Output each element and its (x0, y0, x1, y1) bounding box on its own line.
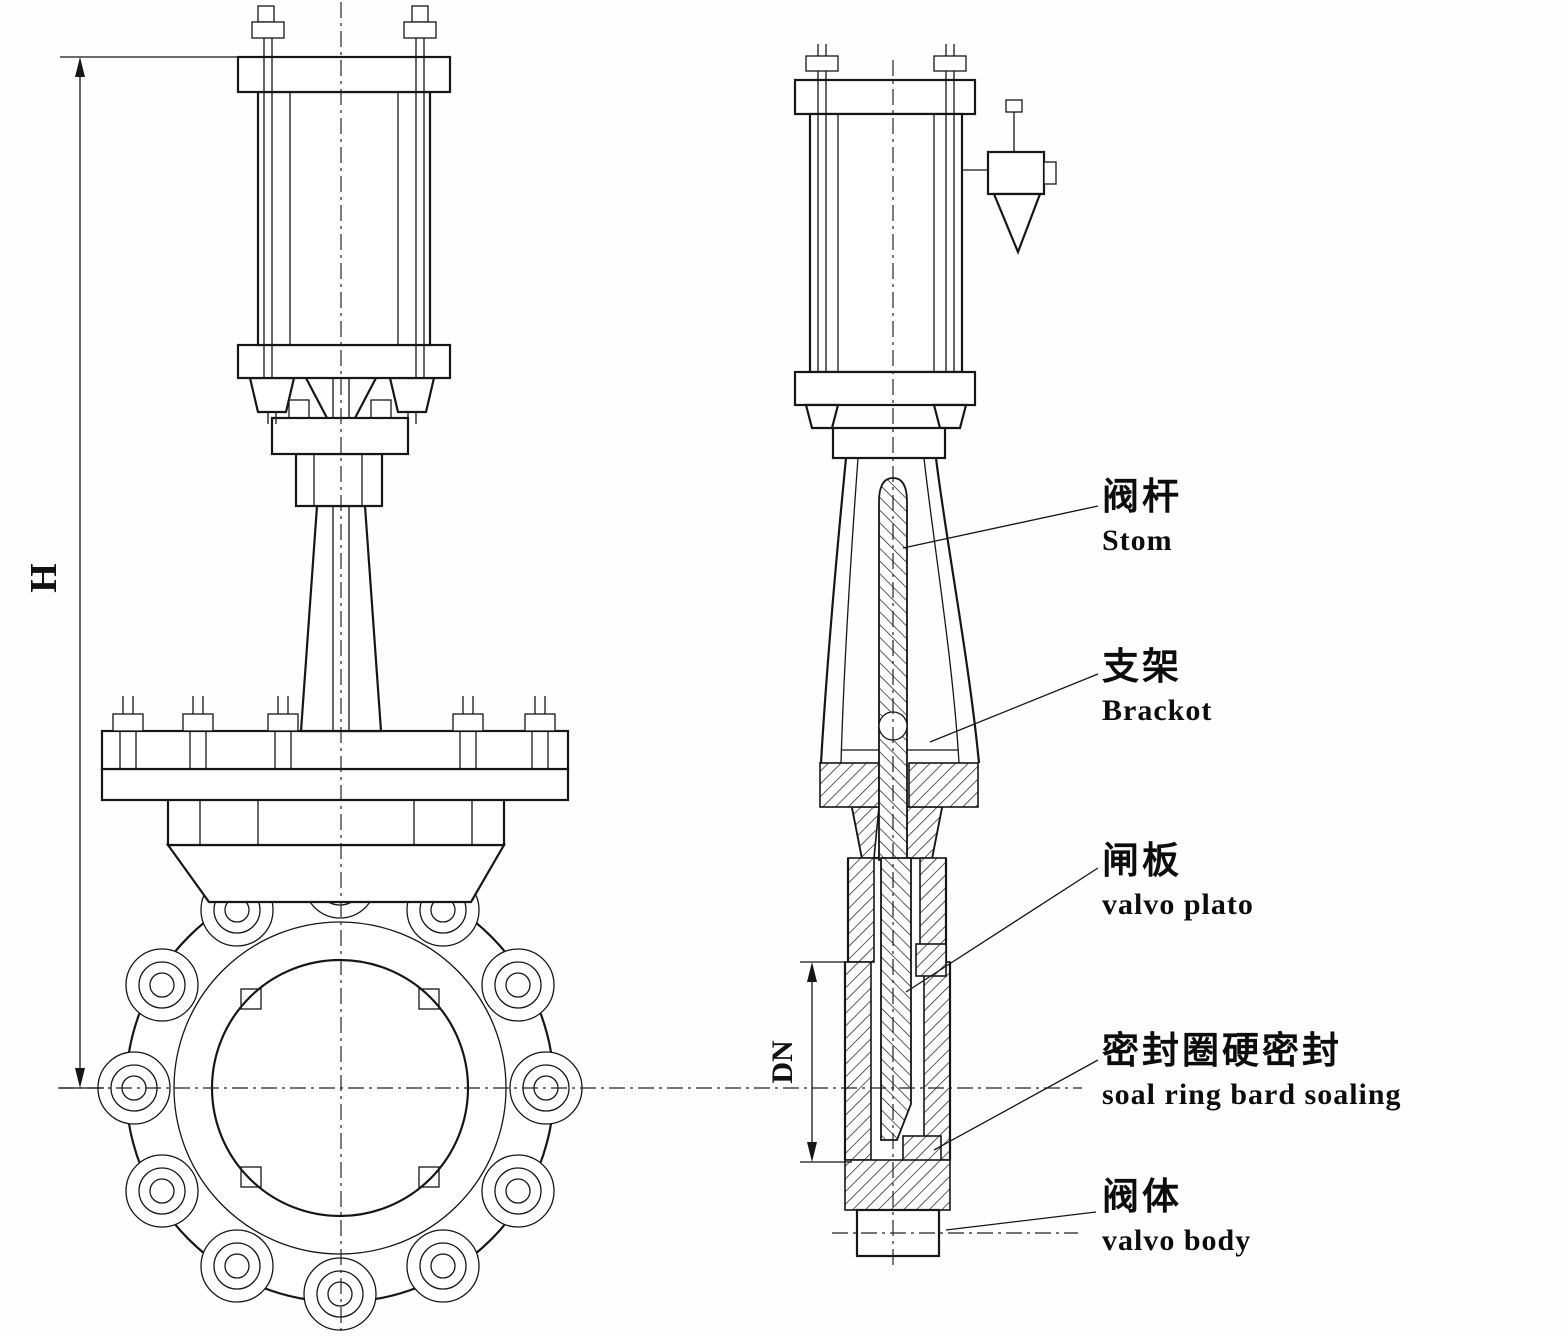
height-dimension-label: H (23, 563, 65, 593)
bore-dimension-label: DN (766, 1040, 799, 1084)
leader-stem (902, 505, 1099, 549)
cylinder-top-bolts (251, 5, 437, 57)
callout-valve-plate: 闸板 valvo plato (1102, 840, 1254, 921)
callout-bracket-en: Brackot (1102, 693, 1213, 727)
stem-block (270, 377, 410, 508)
callout-bracket: 支架 Brackot (1102, 646, 1213, 727)
dimension-arrow (75, 57, 85, 77)
dimension-h: H (23, 56, 250, 1089)
dimension-arrow (75, 1068, 85, 1088)
plate-bolts (112, 696, 556, 769)
seat-ring-upper (915, 943, 947, 977)
tie-rod-nuts (248, 376, 436, 424)
callout-valve-body-en: valvo body (1102, 1223, 1252, 1257)
callout-bracket-zh: 支架 (1102, 646, 1182, 687)
callout-valve-body-zh: 阀体 (1102, 1176, 1182, 1217)
bottom-flange-section (844, 1159, 951, 1211)
bracket-base-plate (819, 762, 979, 808)
callout-stem-zh: 阀杆 (1102, 476, 1182, 517)
leader-lines (902, 505, 1099, 1231)
side-view (793, 44, 1078, 1268)
callout-valve-plate-en: valvo plato (1102, 887, 1254, 921)
dimension-dn: DN (766, 961, 852, 1163)
leader-seal-ring (933, 1059, 1099, 1151)
dimension-arrow (807, 962, 817, 982)
bore-lugs (240, 988, 440, 1188)
leader-bracket (929, 673, 1099, 743)
callout-seal-ring-en: soal ring bard soaling (1102, 1077, 1402, 1111)
callout-seal-ring-zh: 密封圈硬密封 (1102, 1030, 1342, 1071)
callout-stem-en: Stom (1102, 523, 1173, 557)
callout-stem: 阀杆 Stom (1102, 476, 1182, 557)
air-port-fitting (962, 99, 1057, 255)
callout-seal-ring: 密封圈硬密封 soal ring bard soaling (1102, 1030, 1402, 1111)
front-view (97, 2, 583, 1332)
gate-plate-section (880, 857, 912, 1141)
dimension-arrow (807, 1142, 817, 1162)
leader-valve-body (945, 1211, 1097, 1231)
pneumatic-cylinder-front (236, 5, 452, 380)
pneumatic-cylinder-side (793, 44, 977, 460)
valve-body-section (843, 857, 952, 1258)
leader-valve-plate (905, 867, 1099, 993)
bonnet-body (165, 796, 506, 904)
callout-valve-plate-zh: 闸板 (1102, 840, 1182, 881)
bonnet-plates (100, 696, 570, 802)
callout-valve-body: 阀体 valvo body (1102, 1176, 1252, 1257)
